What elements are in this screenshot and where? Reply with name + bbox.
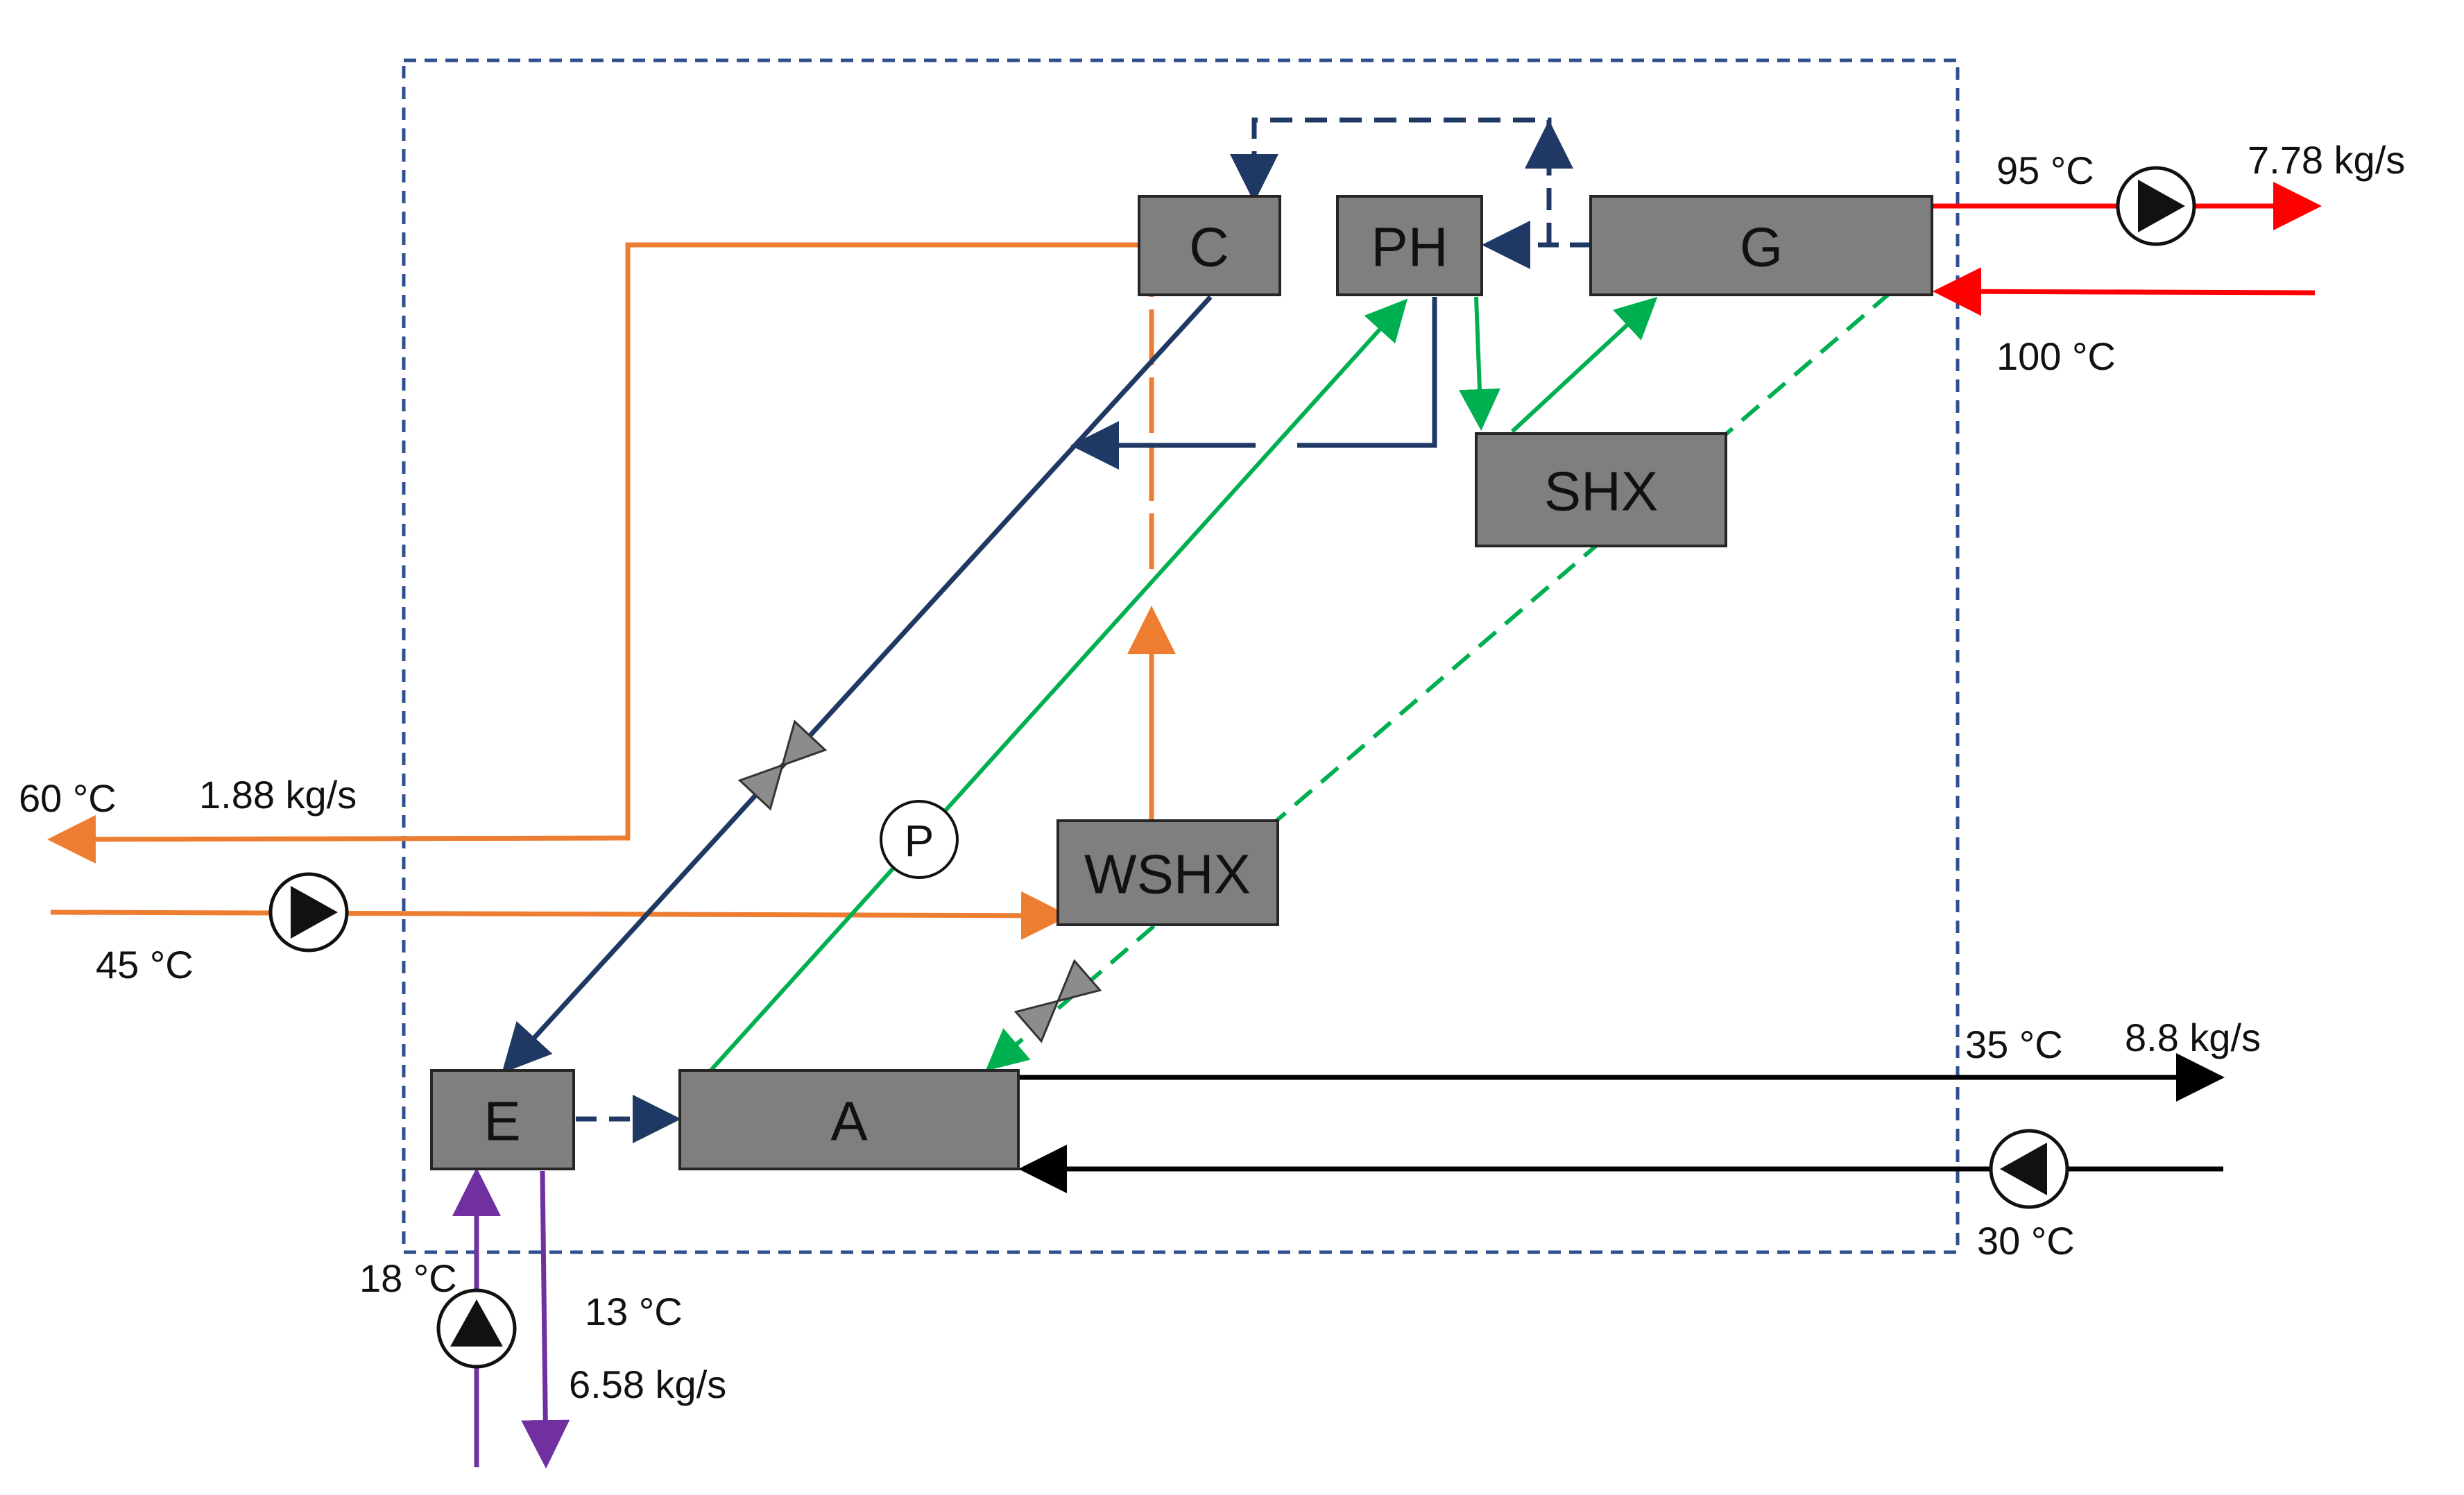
heating-outlet-line [47, 242, 1139, 864]
heating-out-temp: 60 °C [19, 776, 117, 820]
preheater-return-line [1297, 297, 1437, 448]
component-wshx: WSHX [1056, 819, 1279, 926]
evaporator-label: E [484, 1091, 520, 1152]
preheater-to-shx-line [1459, 296, 1500, 431]
system-boundary [402, 58, 1960, 1254]
chilled-outlet-line [521, 1170, 570, 1469]
shx-to-generator-line [1510, 296, 1658, 434]
component-condenser: C [1138, 195, 1281, 296]
condenser-to-evaporator-line [502, 295, 1213, 1074]
heating-water-lines [47, 242, 1176, 940]
heating-inlet-line [50, 891, 1070, 940]
absorber-label: A [830, 1091, 868, 1152]
hot-flow: 7.78 kg/s [2248, 138, 2405, 182]
refrigerant-lines [502, 117, 1591, 1143]
hot-inlet-line [1933, 267, 2316, 316]
cooling-in-temp: 30 °C [1977, 1219, 2075, 1263]
pump-icon [1989, 1129, 2069, 1209]
pump-icon [268, 872, 349, 952]
component-preheater: PH [1336, 195, 1483, 296]
shx-label: SHX [1544, 461, 1659, 522]
cooling-flow: 8.8 kg/s [2125, 1016, 2261, 1059]
hot-return-temp: 100 °C [1996, 334, 2116, 378]
pump-icon [436, 1288, 517, 1369]
component-generator: G [1589, 195, 1933, 296]
generator-to-absorber-dashed [985, 291, 1892, 1071]
expansion-valve-icon [737, 719, 828, 811]
heating-in-temp: 45 °C [96, 943, 194, 986]
solution-pump-label: P [905, 816, 934, 866]
component-evaporator: E [430, 1069, 575, 1170]
component-absorber: A [678, 1069, 1020, 1170]
solution-pump: P [880, 800, 959, 879]
cooling-out-temp: 35 °C [1965, 1023, 2063, 1066]
pump-icon [2116, 166, 2196, 246]
preheater-label: PH [1371, 216, 1448, 278]
chilled-flow: 6.58 kg/s [569, 1362, 726, 1406]
component-shx: SHX [1475, 432, 1727, 547]
generator-label: G [1740, 216, 1783, 278]
absorber-to-preheater-line [705, 298, 1408, 1076]
chilled-in-temp: 18 °C [359, 1256, 457, 1300]
hot-supply-temp: 95 °C [1996, 148, 2094, 192]
heating-flow: 1.88 kg/s [199, 773, 357, 817]
wshx-label: WSHX [1084, 844, 1251, 905]
expansion-valve-icon [1013, 959, 1102, 1043]
chilled-out-temp: 13 °C [585, 1290, 683, 1333]
condenser-label: C [1189, 216, 1229, 278]
solution-lines [705, 291, 1892, 1076]
